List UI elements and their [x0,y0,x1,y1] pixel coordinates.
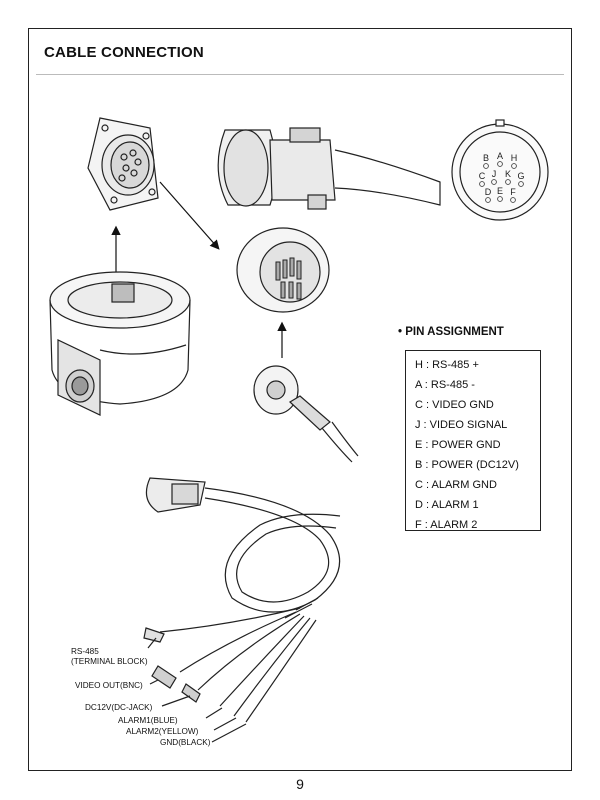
pin-row: B : POWER (DC12V) [415,459,519,471]
arrow-to-plug [159,181,220,250]
pin-row: E : POWER GND [415,439,501,451]
pin-letter: E [497,186,503,196]
pin-letter: A [497,151,503,161]
callout-alarm1: ALARM1(BLUE) [118,716,178,725]
pin-letter: H [511,153,518,163]
page-title: CABLE CONNECTION [44,44,204,61]
callout-video-out: VIDEO OUT(BNC) [75,681,143,690]
pin-row: F : ALARM 2 [415,519,478,531]
callout-dc12v: DC12V(DC-JACK) [85,703,153,712]
small-plug-drawing [253,365,359,463]
pin-row: C : VIDEO GND [415,399,494,411]
pin-row: A : RS-485 - [415,379,475,391]
pin-letter: K [505,169,511,179]
callout-rs485-line2: (TERMINAL BLOCK) [71,657,148,666]
page-number: 9 [296,776,304,792]
connector-face-letters: B A H C J K G D E F [479,151,525,197]
pin-row: D : ALARM 1 [415,499,479,511]
page-frame [28,28,572,771]
plug-face-drawing [236,227,330,313]
camera-housing-drawing [49,271,191,416]
title-divider [36,74,564,75]
cable-harness-drawing [143,477,341,743]
pin-letter: D [485,187,492,197]
pin-letter: J [492,169,497,179]
callout-alarm2: ALARM2(YELLOW) [126,727,199,736]
pin-row: H : RS-485 + [415,359,479,371]
callout-rs485-line1: RS-485 [71,647,99,656]
pin-row: C : ALARM GND [415,479,497,491]
flange-connector-drawing [87,117,159,211]
pin-letter: B [483,153,489,163]
cable-plug-drawing [217,127,441,210]
callout-gnd: GND(BLACK) [160,738,211,747]
pin-assignment-heading: • PIN ASSIGNMENT [398,326,504,338]
pin-letter: F [510,187,516,197]
connector-face-drawing [451,119,549,221]
pin-assignment-table: H : RS-485 + A : RS-485 - C : VIDEO GND … [405,350,541,531]
connector-pin-holes [479,161,524,203]
pin-letter: C [479,171,486,181]
pin-row: J : VIDEO SIGNAL [415,419,508,431]
callout-rs485: RS-485 (TERMINAL BLOCK) [71,647,148,667]
pin-letter: G [517,171,524,181]
